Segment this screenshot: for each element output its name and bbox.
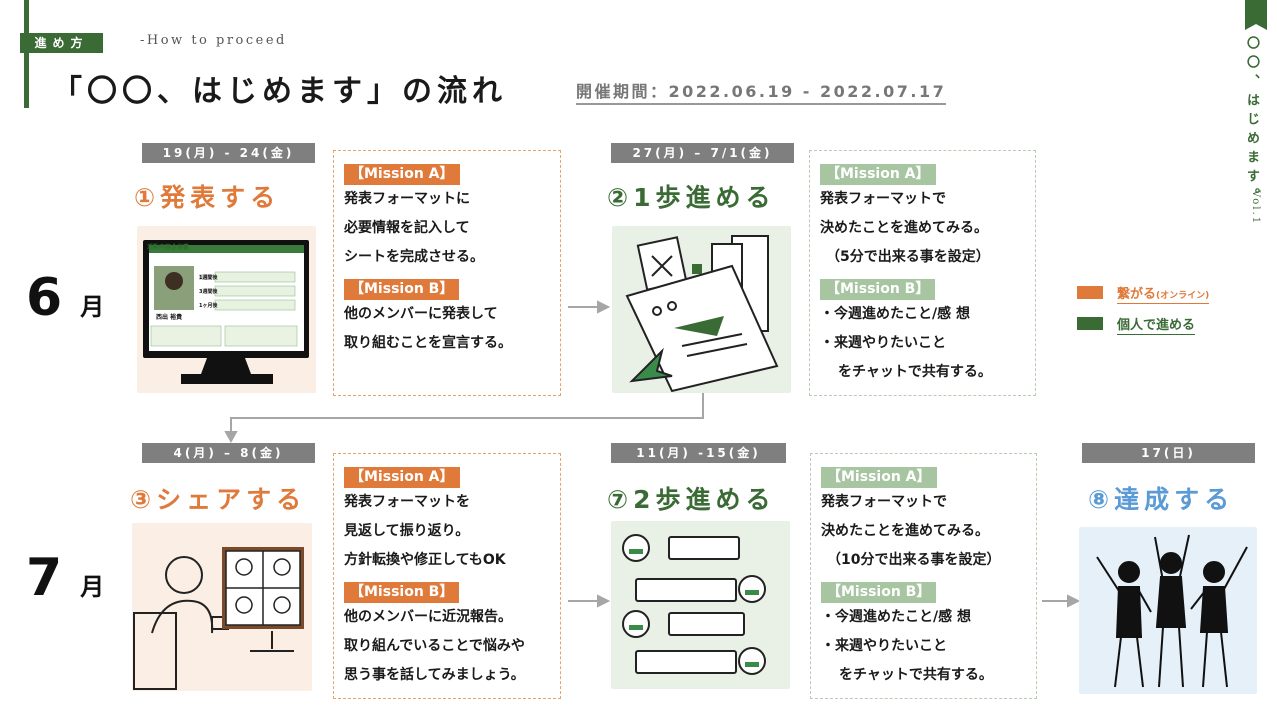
mission-text: 発表フォーマットを: [344, 494, 470, 510]
mission-box-step1: 【Mission A】 発表フォーマットに 必要情報を記入して シートを完成させ…: [333, 150, 561, 396]
mission-a-tag: 【Mission A】: [344, 467, 460, 488]
mission-text: 他のメンバーに発表して: [344, 306, 498, 322]
step1-title: ①発表する: [134, 183, 281, 212]
mission-text: （10分で出来る事を設定）: [827, 552, 1001, 568]
mission-text: ・今週進めたこと/感 想: [820, 306, 970, 322]
section-tag: 進め方: [20, 33, 103, 53]
mission-b-tag: 【Mission B】: [821, 582, 937, 603]
step1-date: 19(月) - 24(金): [142, 143, 315, 163]
bookmark-icon: [1245, 0, 1267, 30]
step8-date: 17(日): [1082, 443, 1255, 463]
page-title: 「〇〇、はじめます」の流れ: [52, 74, 507, 109]
screen-doc-row: 1週間後: [199, 275, 218, 281]
mission-text: 決めたことを進めてみる。: [821, 523, 989, 539]
step3-title: ③シェアする: [130, 485, 307, 514]
month-unit: 月: [80, 573, 105, 601]
mission-box-step3: 【Mission A】 発表フォーマットを 見返して振り返り。 方針転換や修正し…: [333, 453, 561, 699]
screen-doc-title: 活動内容企画書: [147, 244, 190, 251]
mission-text: 取り組むことを宣言する。: [344, 335, 512, 351]
mission-b-tag: 【Mission B】: [344, 279, 460, 300]
month-unit: 月: [80, 293, 105, 321]
chat-icon: [622, 534, 766, 675]
mission-text: をチャットで共有する。: [839, 667, 993, 683]
legend-green-label: 個人で進める: [1117, 314, 1196, 335]
step7-date: 11(月) -15(金): [611, 443, 786, 463]
mission-text: 決めたことを進めてみる。: [820, 220, 988, 236]
mission-text: （5分で出来る事を設定）: [826, 249, 990, 265]
mission-a-tag: 【Mission A】: [820, 164, 936, 185]
step3-date: 4(月) – 8(金): [142, 443, 315, 463]
mission-text: 他のメンバーに近況報告。: [344, 609, 512, 625]
mission-text: 取り組んでいることで悩みや: [344, 638, 525, 654]
step2-date: 27(月) – 7/1(金): [611, 143, 794, 163]
step7-illustration: [611, 521, 790, 689]
side-title: 〇〇、はじめます。: [1244, 36, 1259, 207]
video-call-icon: [133, 547, 304, 690]
monitor-icon: [143, 240, 309, 384]
screen-doc-row: 3週間後: [199, 289, 218, 295]
legend-swatch-green: [1077, 317, 1103, 330]
legend-orange-label: 繋がる: [1117, 287, 1157, 302]
step2-illustration: [612, 226, 791, 393]
mission-b-tag: 【Mission B】: [344, 582, 460, 603]
legend-swatch-orange: [1077, 286, 1103, 299]
mission-box-step7: 【Mission A】 発表フォーマットで 決めたことを進めてみる。 （10分で…: [810, 453, 1037, 699]
month-june-number: 6: [26, 268, 63, 328]
step7-title: ⑦2歩進める: [607, 485, 776, 514]
mission-text: 発表フォーマットで: [820, 191, 946, 207]
step1-illustration: [137, 226, 316, 393]
section-subtitle: -How to proceed: [140, 33, 287, 48]
side-volume: Vol.1: [1250, 190, 1261, 226]
mission-text: 方針転換や修正してもOK: [344, 552, 506, 568]
mission-text: ・来週やりたいこと: [820, 335, 946, 351]
mission-text: ・今週進めたこと/感 想: [821, 609, 971, 625]
mission-a-tag: 【Mission A】: [821, 467, 937, 488]
header-accent-bar: [24, 0, 29, 108]
mission-text: ・来週やりたいこと: [821, 638, 947, 654]
mission-a-tag: 【Mission A】: [344, 164, 460, 185]
screen-doc-name: 西出 裕貴: [156, 314, 183, 321]
step3-illustration: [132, 523, 312, 691]
screen-doc-row: 1ヶ月後: [199, 303, 218, 309]
mission-text: 発表フォーマットで: [821, 494, 947, 510]
month-july-number: 7: [26, 548, 63, 608]
legend-orange-note: (オンライン): [1156, 291, 1210, 301]
documents-icon: [625, 235, 779, 393]
mission-text: 必要情報を記入して: [344, 220, 470, 236]
mission-text: をチャットで共有する。: [838, 364, 992, 380]
celebration-icon: [1096, 534, 1248, 688]
legend-orange: 繋がる(オンライン): [1117, 283, 1210, 304]
mission-b-tag: 【Mission B】: [820, 279, 936, 300]
step2-title: ②1歩進める: [607, 183, 776, 212]
event-period: 開催期間：2022.06.19 - 2022.07.17: [576, 78, 947, 105]
mission-text: 思う事を話してみましょう。: [344, 667, 525, 683]
mission-text: シートを完成させる。: [344, 249, 484, 265]
step8-title: ⑧達成する: [1088, 485, 1235, 514]
mission-box-step2: 【Mission A】 発表フォーマットで 決めたことを進めてみる。 （5分で出…: [809, 150, 1036, 396]
mission-text: 発表フォーマットに: [344, 191, 470, 207]
step8-illustration: [1079, 527, 1257, 694]
mission-text: 見返して振り返り。: [344, 523, 470, 539]
